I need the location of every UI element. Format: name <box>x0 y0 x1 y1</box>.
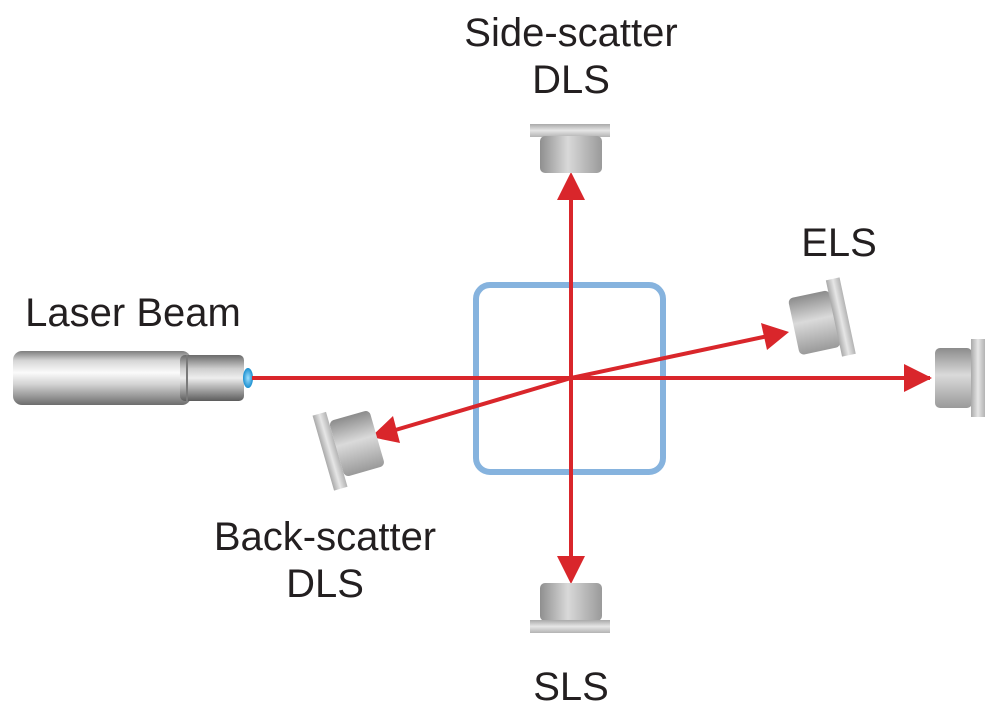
beams <box>252 172 932 584</box>
els-beam-arrow <box>570 334 769 380</box>
els-arrowhead <box>761 323 789 350</box>
els-detector <box>788 277 856 357</box>
transmitted-detector <box>935 339 985 417</box>
side-scatter-arrowhead <box>557 172 585 200</box>
laser-aperture-icon <box>243 368 253 388</box>
label-side-scatter-line1: Side-scatter <box>464 11 677 55</box>
transmitted-arrowhead <box>904 364 932 392</box>
label-sls: SLS <box>533 665 609 709</box>
back-scatter-detector <box>312 411 384 491</box>
back-scatter-arrowhead <box>371 416 400 443</box>
laser-device <box>13 351 253 405</box>
label-laser-beam: Laser Beam <box>25 291 241 335</box>
sls-detector <box>530 583 610 633</box>
label-back-scatter-line1: Back-scatter <box>214 515 436 559</box>
back-scatter-beam-arrow <box>391 376 572 433</box>
sls-arrowhead <box>557 556 585 584</box>
side-scatter-detector <box>530 124 610 173</box>
label-back-scatter-line2: DLS <box>286 562 364 606</box>
label-els: ELS <box>801 221 877 265</box>
label-side-scatter-line2: DLS <box>532 58 610 102</box>
